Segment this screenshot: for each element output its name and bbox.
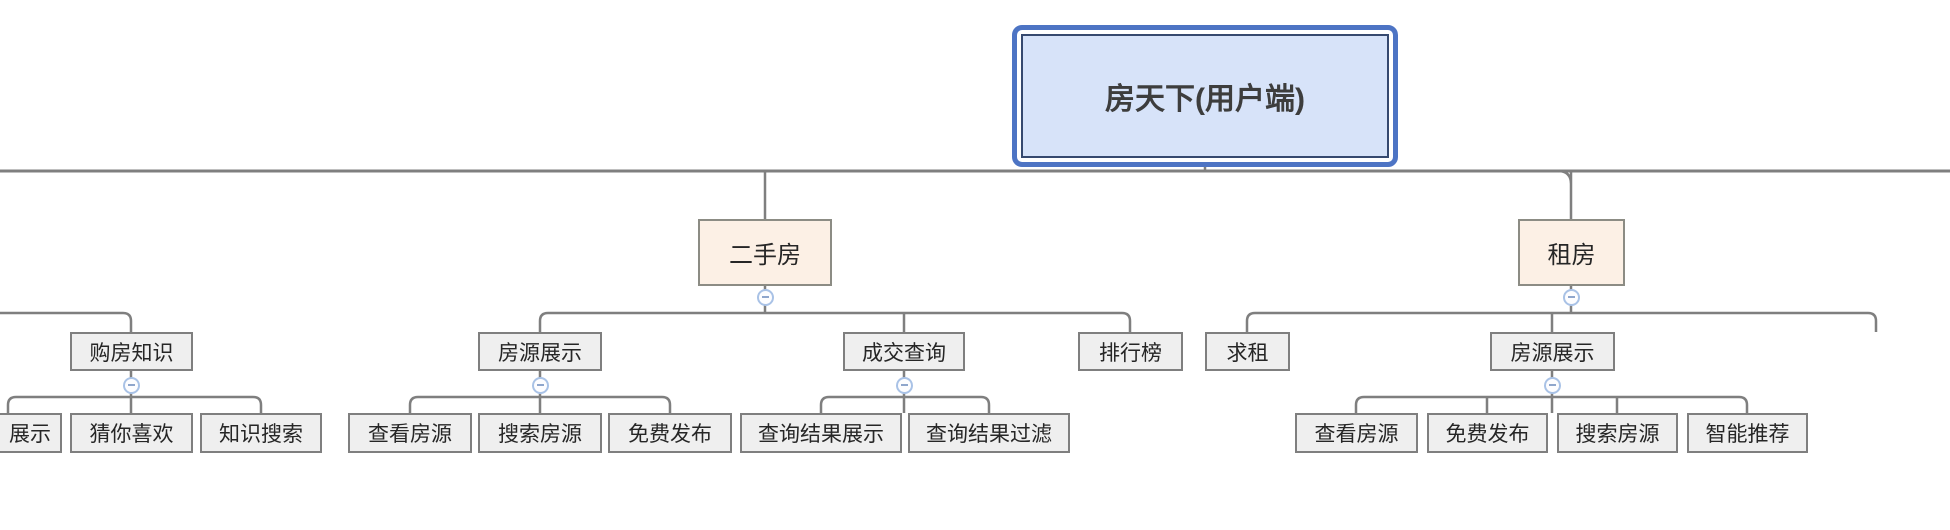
collapse-icon[interactable] [895,376,913,394]
node-ershoufang[interactable]: 二手房 [698,219,832,286]
minus-glyph [536,384,544,386]
node-paihangbang[interactable]: 排行榜 [1078,332,1183,371]
collapse-icon[interactable] [756,288,774,306]
node-chakan-fangyuan-zf[interactable]: 查看房源 [1295,413,1418,453]
node-goufang-zhishi[interactable]: 购房知识 [70,332,193,371]
node-zhineng-tuijian-zf[interactable]: 智能推荐 [1687,413,1808,453]
node-mianfei-fabu-esf[interactable]: 免费发布 [608,413,732,453]
minus-glyph [1568,296,1575,298]
node-zhanshi-clipped[interactable]: 展示 [0,413,62,453]
minus-glyph [1549,384,1556,386]
collapse-icon[interactable] [531,376,549,394]
node-fangyuan-zhanshi-zf[interactable]: 房源展示 [1490,332,1615,371]
node-chaxun-jieguo-guolv[interactable]: 查询结果过滤 [908,413,1070,453]
node-fangyuan-zhanshi-esf[interactable]: 房源展示 [478,332,602,371]
node-zufang[interactable]: 租房 [1518,219,1625,286]
node-root[interactable]: 房天下(用户端) [1012,25,1398,167]
minus-glyph [900,384,908,386]
node-qiuzu[interactable]: 求租 [1205,332,1290,371]
node-chaxun-jieguo-zhanshi[interactable]: 查询结果展示 [740,413,902,453]
minus-glyph [761,296,769,298]
node-cai-ni-xi-huan[interactable]: 猜你喜欢 [70,413,193,453]
node-sousuo-fangyuan-esf[interactable]: 搜索房源 [478,413,602,453]
node-chengjiao-chaxun[interactable]: 成交查询 [843,332,965,371]
node-mianfei-fabu-zf[interactable]: 免费发布 [1427,413,1548,453]
node-chakan-fangyuan-esf[interactable]: 查看房源 [348,413,472,453]
collapse-icon[interactable] [1544,376,1561,394]
node-sousuo-fangyuan-zf[interactable]: 搜索房源 [1557,413,1678,453]
root-label: 房天下(用户端) [1021,34,1389,158]
minus-glyph [128,384,135,386]
node-zhishi-sousuo[interactable]: 知识搜索 [200,413,322,453]
collapse-icon[interactable] [123,376,140,394]
collapse-icon[interactable] [1563,288,1580,306]
